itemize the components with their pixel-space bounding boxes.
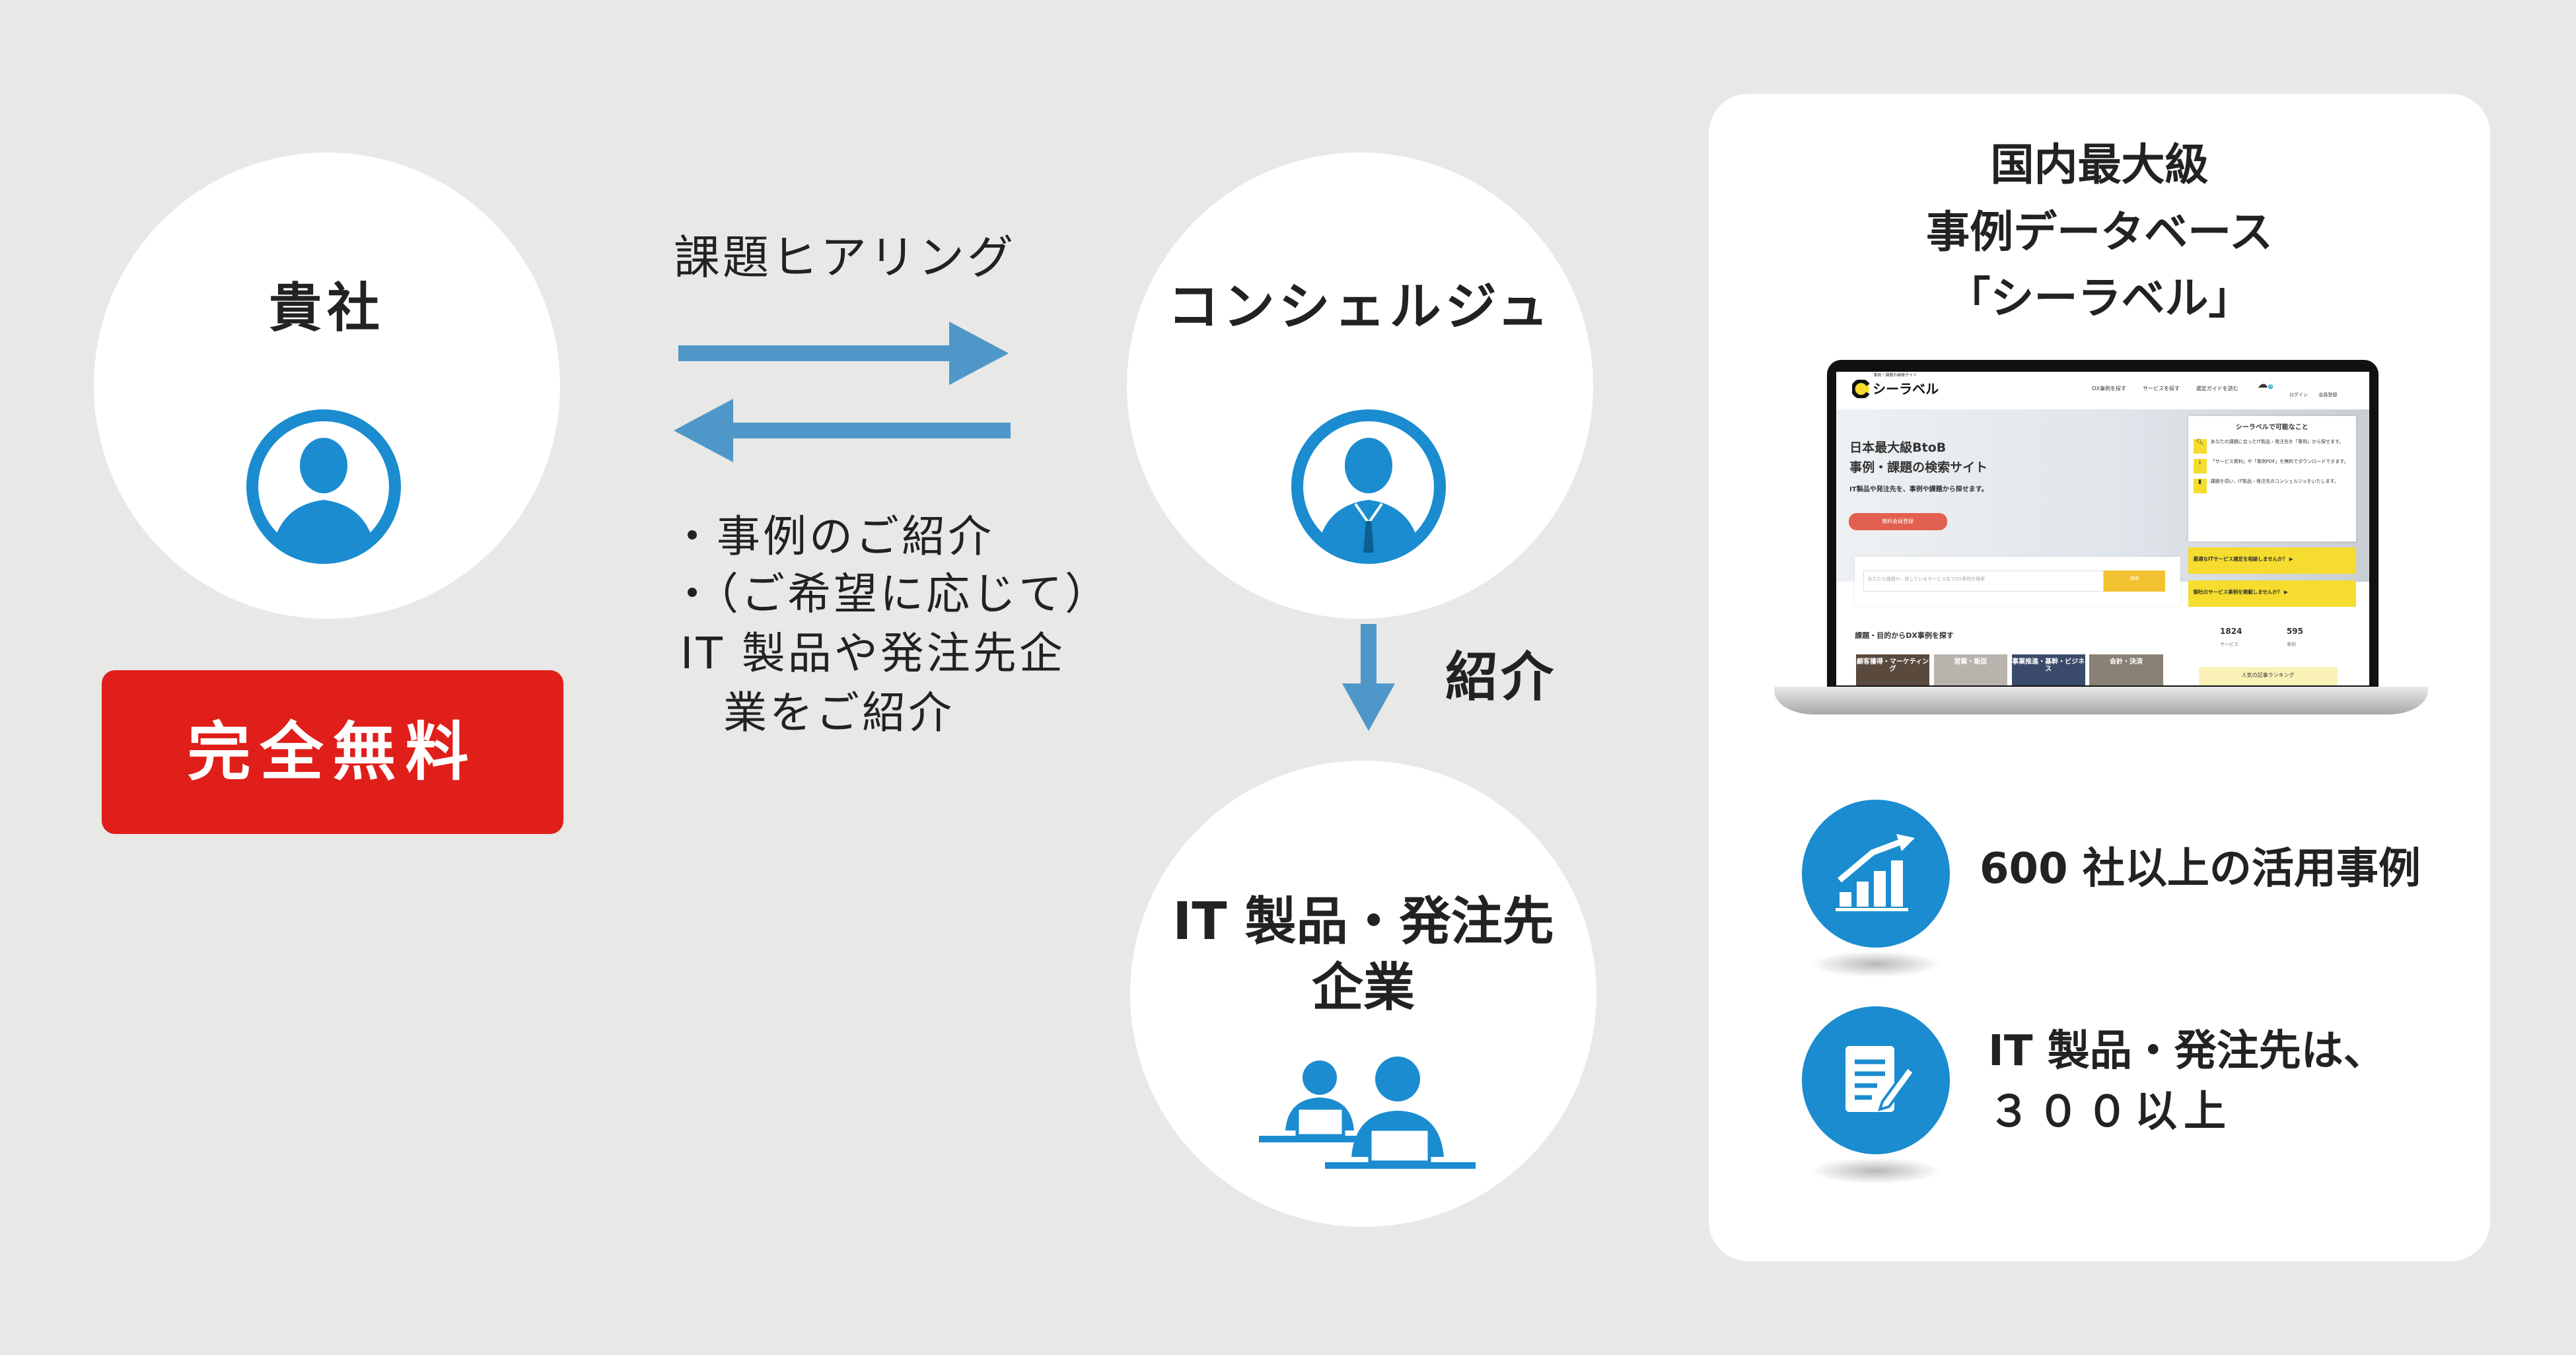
logo-name: シーラベル [1873,381,1939,397]
stat-value: 1824 [2220,627,2242,637]
feature-card: シーラベルで可能なこと 🔍︎あなたの課題に合ったIT製品・発注先を「事例」から探… [2188,415,2356,541]
arrow-left-icon [674,399,1011,462]
stat-value: 595 [2286,627,2303,637]
arrow-right-icon [678,322,1009,385]
arrow-down-icon [1342,624,1395,731]
icon-shadow [1810,951,1942,977]
download-icon: ⤓ [2193,459,2207,473]
bookmark-icon: ▮ [2193,479,2207,493]
document-pen-icon [1802,1006,1950,1154]
feature-text: IT 製品・発注先は、 [1988,1027,2386,1076]
client-title: 貴社 [269,277,385,339]
nav-services[interactable]: サービスを探す [2143,386,2180,392]
site-logo: シーラベル [1851,379,1939,399]
register-link[interactable]: 会員登録 [2318,392,2338,398]
category-tile[interactable]: 顧客獲得・マーケティング [1855,654,1930,685]
hero-title: 日本最大級BtoB [1849,440,1947,455]
workers-icon [1259,1057,1476,1169]
category-tile[interactable]: 営業・販促 [1933,654,2008,685]
feature-text: ３００以上 [1988,1088,2233,1136]
free-badge: 完全無料 [102,670,563,834]
feature-card-title: シーラベルで可能なこと [2235,423,2308,431]
card-item: 「サービス資料」や「事例PDF」を無料でダウンロードできます。 [2210,459,2349,464]
nav-dx-cases[interactable]: DX事例を探す [2092,386,2126,392]
hearing-bullet: 業をご紹介 [723,687,954,738]
concierge-circle: コンシェルジュ [1127,153,1593,619]
category-tile[interactable]: 会計・決済 [2089,654,2163,685]
icon-shadow [1810,1158,1942,1184]
consult-cta[interactable]: 最適なITサービス選定を相談しませんか？ ▶ [2188,547,2356,574]
search-button[interactable]: 検索 [2103,570,2166,592]
nav-guide[interactable]: 選定ガイドを読む [2196,386,2238,392]
introduce-label: 紹介 [1445,646,1556,708]
hearing-bullet: IT 製品や発注先企 [680,628,1065,679]
publish-cta[interactable]: 御社のサービス事例を掲載しませんか？ ▶ [2188,580,2356,608]
search-icon: 🔍︎ [2193,439,2207,454]
panel-title: 事例データベース [1926,207,2273,258]
search-box: あなたの課題や、探しているサービス名でDX事例を検索 検索 [1855,557,2180,606]
vendor-circle: IT 製品・発注先 企業 [1130,761,1596,1227]
hearing-bullet: ・事例のご紹介 [670,511,994,562]
hearing-bullet: ・（ご希望に応じて） [670,569,1111,619]
logo-mark-icon [1851,379,1870,399]
hearing-label: 課題ヒアリング [674,230,1016,285]
stat-label: サービス [2220,641,2239,647]
feature-text: 600 社以上の活用事例 [1980,845,2421,893]
category-tile[interactable]: 事業推進・基幹・ビジネス [2011,654,2085,685]
vendor-title: IT 製品・発注先 [1172,892,1554,952]
concierge-title: コンシェルジュ [1167,277,1553,337]
card-item: 課題を伺い、IT製品・発注先のコンシェルジュをいたします。 [2210,479,2339,484]
laptop-mockup: 事例・課題の検索サイト シーラベル DX事例を探す サービスを探す 選定ガイドを… [1827,360,2379,690]
stat-label: 事例 [2286,641,2296,647]
logo-tagline: 事例・課題の検索サイト [1873,373,1917,378]
ranking-header: 人気の記事ランキング [2198,666,2338,685]
search-input[interactable]: あなたの課題や、探しているサービス名でDX事例を検索 [1863,570,2104,592]
vendor-title-line2: 企業 [1311,958,1415,1018]
login-link[interactable]: ログイン [2289,392,2308,398]
concierge-person-icon [1291,409,1446,564]
growth-chart-icon [1802,800,1950,948]
person-icon [246,409,401,564]
download-cloud-icon[interactable]: ☁0 [2257,377,2273,390]
hero-subtitle: IT製品や発注先を、事例や課題から探せます。 [1849,486,1988,494]
client-circle: 貴社 [94,153,560,619]
website-screenshot: 事例・課題の検索サイト シーラベル DX事例を探す サービスを探す 選定ガイドを… [1836,372,2369,685]
laptop-base [1774,687,2428,714]
card-item: あなたの課題に合ったIT製品・発注先を「事例」から探せます。 [2210,439,2344,444]
hero-title: 事例・課題の検索サイト [1849,460,1988,475]
panel-title: 国内最大級 [1990,139,2209,190]
panel-title: 「シーラベル」 [1947,273,2252,324]
hero-register-button[interactable]: 無料会員登録 [1848,512,1947,530]
download-badge: 0 [2268,384,2273,389]
section-title: 課題・目的からDX事例を探す [1855,631,1954,641]
